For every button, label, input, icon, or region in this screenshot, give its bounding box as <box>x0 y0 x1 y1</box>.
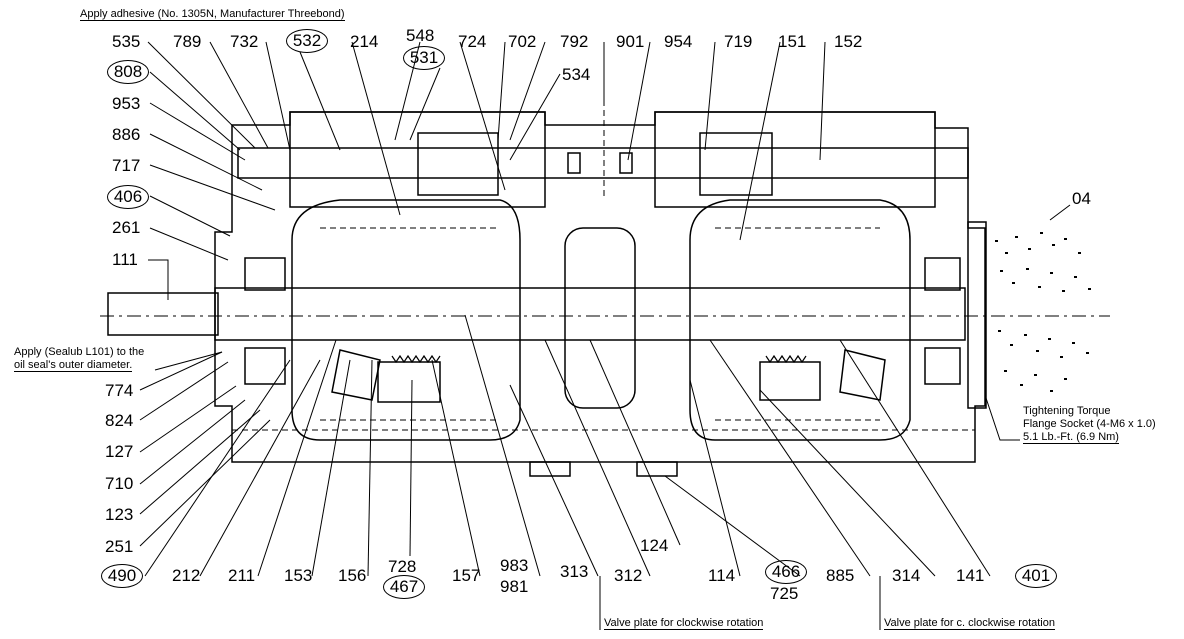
part-label-535: 535 <box>112 32 141 51</box>
spring-left <box>391 354 441 364</box>
torque-note-line3: 5.1 Lb.-Ft. (6.9 Nm) <box>1023 431 1119 444</box>
swash-plate-left <box>331 349 381 401</box>
flange-plate <box>967 221 987 409</box>
part-label-466-circled: 466 <box>765 560 807 584</box>
hidden-lines <box>232 100 975 431</box>
part-label-156: 156 <box>338 566 367 585</box>
center-coupling <box>564 227 636 409</box>
part-label-710: 710 <box>105 474 134 493</box>
housing-outline <box>214 111 986 463</box>
torque-note-line2: Flange Socket (4-M6 x 1.0) <box>1023 418 1156 430</box>
part-label-732: 732 <box>230 32 259 51</box>
part-label-251: 251 <box>105 537 134 556</box>
part-label-548: 548 <box>406 26 435 45</box>
part-label-702: 702 <box>508 32 537 51</box>
valve-plate-cw-note: Valve plate for clockwise rotation <box>604 617 764 630</box>
top-shaft <box>237 147 969 179</box>
cylinder-block-right <box>759 361 821 401</box>
gear-left <box>417 132 499 196</box>
spring-right <box>765 354 807 364</box>
swash-plate-right <box>839 349 886 401</box>
part-label-151: 151 <box>778 32 807 51</box>
part-label-901: 901 <box>616 32 645 51</box>
part-label-983: 983 <box>500 556 529 575</box>
top-coupling-left <box>567 152 581 174</box>
top-coupling-right <box>619 152 633 174</box>
part-label-406-circled: 406 <box>107 185 149 209</box>
drive-shaft <box>107 292 219 336</box>
part-label-725: 725 <box>770 584 799 603</box>
part-label-728: 728 <box>388 557 417 576</box>
bearing-left-lower <box>244 347 286 385</box>
right-chamber <box>689 199 911 441</box>
part-label-123: 123 <box>105 505 134 524</box>
top-block-right <box>654 111 936 208</box>
part-label-314: 314 <box>892 566 921 585</box>
part-label-532-circled: 532 <box>286 29 328 53</box>
part-label-312: 312 <box>614 566 643 585</box>
part-label-981: 981 <box>500 577 529 596</box>
bearing-left <box>244 257 286 291</box>
leader-lines <box>139 41 1071 630</box>
sealub-note-line1: Apply (Sealub L101) to the <box>14 346 145 358</box>
part-label-789: 789 <box>173 32 202 51</box>
part-label-04: 04 <box>1072 189 1091 208</box>
part-label-467-circled: 467 <box>383 575 425 599</box>
part-label-490-circled: 490 <box>101 564 143 588</box>
gear-right <box>699 132 773 196</box>
part-label-214: 214 <box>350 32 379 51</box>
part-label-719: 719 <box>724 32 753 51</box>
part-label-808-circled: 808 <box>107 60 149 84</box>
part-label-152: 152 <box>834 32 863 51</box>
left-chamber <box>291 199 521 441</box>
bearing-right-lower <box>924 347 961 385</box>
part-label-953: 953 <box>112 94 141 113</box>
valve-plate-left <box>529 461 571 477</box>
valve-plate-right <box>636 461 678 477</box>
main-shaft <box>214 287 966 341</box>
torque-note-line1: Tightening Torque <box>1023 405 1111 417</box>
part-label-127: 127 <box>105 442 134 461</box>
part-label-954: 954 <box>664 32 693 51</box>
part-label-774: 774 <box>105 381 134 400</box>
part-label-211: 211 <box>228 566 256 585</box>
flange-socket-dots <box>995 232 1091 392</box>
part-label-124: 124 <box>640 536 669 555</box>
part-label-114: 114 <box>708 566 736 585</box>
sealub-note-line2: oil seal's outer diameter. <box>14 359 133 372</box>
part-label-153: 153 <box>284 566 313 585</box>
part-label-717: 717 <box>112 156 141 175</box>
part-label-724: 724 <box>458 32 487 51</box>
part-label-261: 261 <box>112 218 141 237</box>
cylinder-block-left <box>377 361 441 403</box>
bearing-right <box>924 257 961 291</box>
part-label-313: 313 <box>560 562 589 581</box>
part-label-531-circled: 531 <box>403 46 445 70</box>
valve-plate-ccw-note: Valve plate for c. clockwise rotation <box>884 617 1055 630</box>
part-label-212: 212 <box>172 566 201 585</box>
part-label-157: 157 <box>452 566 481 585</box>
part-label-534: 534 <box>562 65 591 84</box>
part-label-824: 824 <box>105 411 134 430</box>
part-label-792: 792 <box>560 32 589 51</box>
part-label-141: 141 <box>956 566 985 585</box>
part-label-886: 886 <box>112 125 141 144</box>
part-label-111: 111 <box>112 250 138 269</box>
adhesive-note: Apply adhesive (No. 1305N, Manufacturer … <box>80 8 345 21</box>
part-label-401-circled: 401 <box>1015 564 1057 588</box>
part-label-885: 885 <box>826 566 855 585</box>
